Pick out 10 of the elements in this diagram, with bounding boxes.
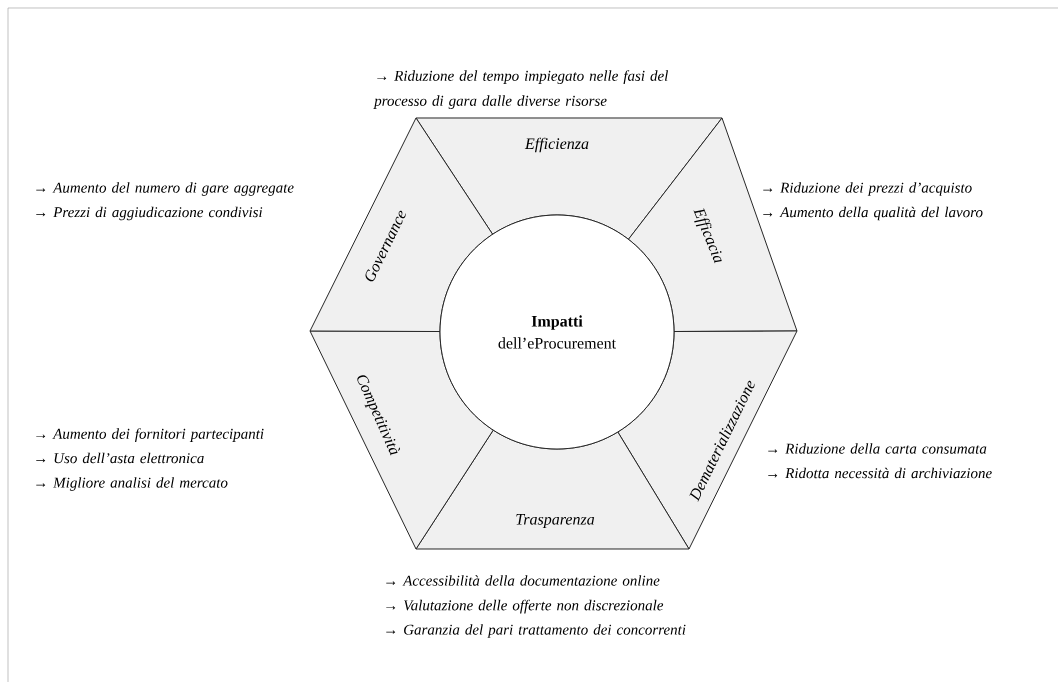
hexagon-segment: Trasparenza [415,429,690,550]
impact-item: → Accessibilità della documentazione online [386,575,660,586]
impact-item: → Prezzi di aggiudicazione condivisi [36,206,263,221]
impact-item: → Garanzia del pari trattamento dei concorrenti [386,624,686,638]
impact-item: → Riduzione del tempo impiegato nelle fasi del processo di gara dalle diverse risorse [373,70,668,109]
impact-item: → Aumento dei fornitori partecipanti [36,428,264,442]
impact-item: → Valutazione delle offerte non discrezionale [386,599,664,614]
impact-item: → Uso dell’asta elettronica [36,452,204,464]
impact-item: → Migliore analisi del mercato [36,477,228,491]
impact-item: → Aumento del numero di gare aggregate [36,182,294,196]
